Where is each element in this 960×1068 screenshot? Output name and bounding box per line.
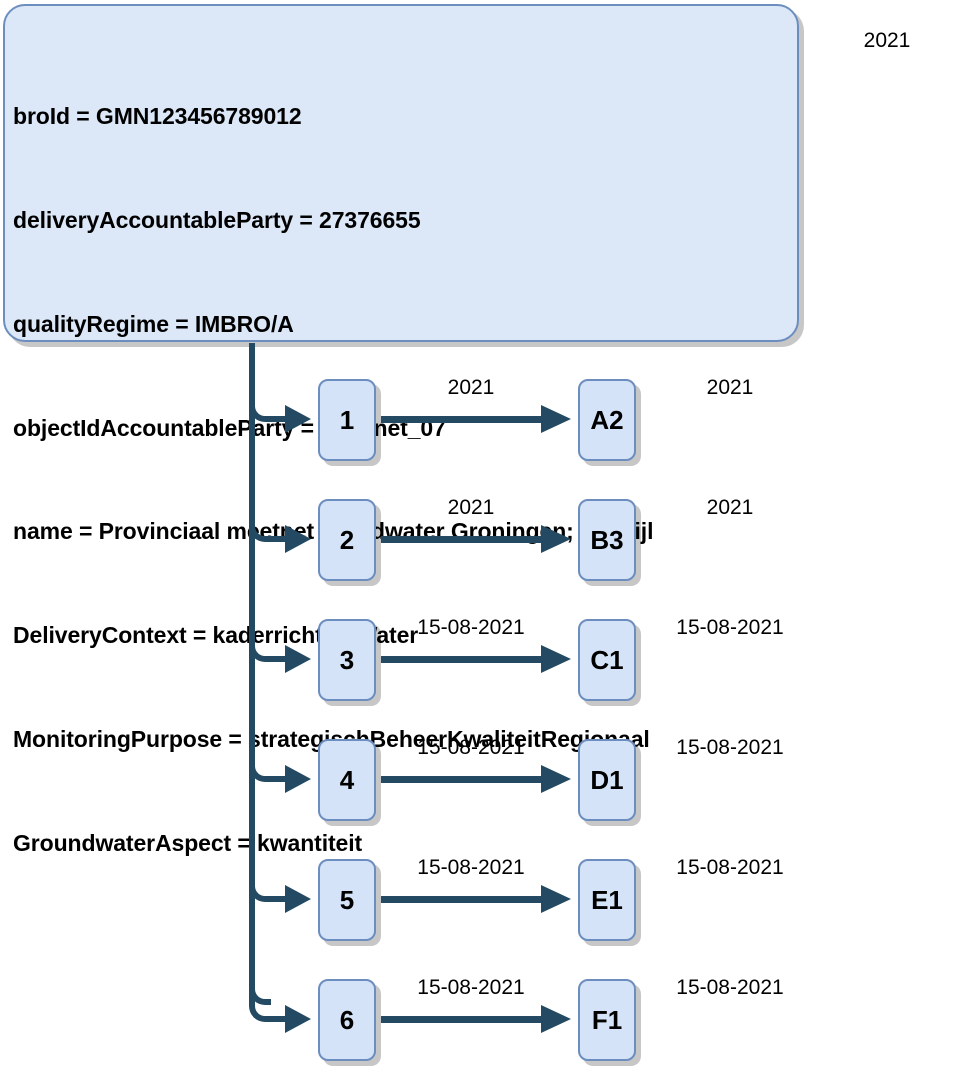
branch-arrowhead-icon-1 — [285, 405, 311, 433]
measuring-point-node-6[interactable]: 6 — [318, 979, 376, 1061]
link-arrowhead-icon-5 — [541, 885, 571, 913]
measuring-point-label: 3 — [339, 644, 355, 675]
row-date-label-5: 15-08-2021 — [676, 856, 784, 879]
row-date-label-2: 2021 — [706, 496, 754, 519]
branch-arrowhead-icon-5 — [285, 885, 311, 913]
measuring-point-node-4[interactable]: 4 — [318, 739, 376, 821]
link-arrowhead-icon-1 — [541, 405, 571, 433]
link-line-1 — [381, 416, 543, 423]
branch-stem-5 — [269, 896, 287, 902]
link-date-label-5: 15-08-2021 — [417, 856, 525, 879]
branch-elbow-2 — [249, 500, 273, 542]
attribute-line-delivery-context: DeliveryContext = kaderrichtlijnWater — [13, 622, 419, 649]
monitoring-tube-node-1[interactable]: A2 — [578, 379, 636, 461]
measuring-point-label: 4 — [339, 764, 355, 795]
link-line-2 — [381, 536, 543, 543]
branch-elbow-3 — [249, 620, 273, 662]
branch-stem-4 — [269, 776, 287, 782]
monitoring-network-box[interactable]: broId = GMN123456789012 deliveryAccounta… — [3, 4, 799, 856]
row-date-label-6: 15-08-2021 — [676, 976, 784, 999]
link-line-3 — [381, 656, 543, 663]
monitoring-tube-label: F1 — [591, 1004, 623, 1035]
monitoring-tube-node-6[interactable]: F1 — [578, 979, 636, 1061]
branch-stem-3 — [269, 656, 287, 662]
link-arrowhead-icon-3 — [541, 645, 571, 673]
attribute-line-delivery-party: deliveryAccountableParty = 27376655 — [13, 206, 421, 233]
branch-elbow-6 — [249, 980, 273, 1022]
row-date-label-3: 15-08-2021 — [676, 616, 784, 639]
link-arrowhead-icon-2 — [541, 525, 571, 553]
branch-stem-1 — [269, 416, 287, 422]
corner-year-label: 2021 — [863, 29, 911, 52]
measuring-point-node-1[interactable]: 1 — [318, 379, 376, 461]
monitoring-tube-label: E1 — [591, 884, 623, 915]
link-date-label-2: 2021 — [447, 496, 495, 519]
monitoring-tube-label: D1 — [590, 764, 624, 795]
connector-spine — [249, 343, 255, 1003]
branch-arrowhead-icon-4 — [285, 765, 311, 793]
branch-arrowhead-icon-6 — [285, 1005, 311, 1033]
monitoring-tube-node-5[interactable]: E1 — [578, 859, 636, 941]
link-arrowhead-icon-6 — [541, 1005, 571, 1033]
measuring-point-node-2[interactable]: 2 — [318, 499, 376, 581]
link-line-5 — [381, 896, 543, 903]
attribute-line-groundwater-aspect: GroundwaterAspect = kwantiteit — [13, 829, 363, 856]
branch-elbow-5 — [249, 860, 273, 902]
attribute-line-quality-regime: qualityRegime = IMBRO/A — [13, 310, 294, 337]
link-date-label-3: 15-08-2021 — [417, 616, 525, 639]
branch-elbow-4 — [249, 740, 273, 782]
measuring-point-label: 1 — [339, 404, 355, 435]
link-date-label-1: 2021 — [447, 376, 495, 399]
branch-arrowhead-icon-2 — [285, 525, 311, 553]
measuring-point-node-5[interactable]: 5 — [318, 859, 376, 941]
monitoring-tube-label: B3 — [590, 524, 624, 555]
link-date-label-6: 15-08-2021 — [417, 976, 525, 999]
branch-stem-2 — [269, 536, 287, 542]
monitoring-tube-label: C1 — [590, 644, 624, 675]
monitoring-tube-node-4[interactable]: D1 — [578, 739, 636, 821]
link-date-label-4: 15-08-2021 — [417, 736, 525, 759]
measuring-point-label: 2 — [339, 524, 355, 555]
measuring-point-label: 5 — [339, 884, 355, 915]
measuring-point-node-3[interactable]: 3 — [318, 619, 376, 701]
branch-stem-6 — [269, 1016, 287, 1022]
link-arrowhead-icon-4 — [541, 765, 571, 793]
link-line-6 — [381, 1016, 543, 1023]
branch-elbow-1 — [249, 380, 273, 422]
link-line-4 — [381, 776, 543, 783]
measuring-point-label: 6 — [339, 1004, 355, 1035]
monitoring-tube-node-2[interactable]: B3 — [578, 499, 636, 581]
row-date-label-4: 15-08-2021 — [676, 736, 784, 759]
row-date-label-1: 2021 — [706, 376, 754, 399]
attribute-line-broid: broId = GMN123456789012 — [13, 103, 302, 130]
monitoring-network-attributes: broId = GMN123456789012 deliveryAccounta… — [13, 30, 791, 929]
monitoring-tube-node-3[interactable]: C1 — [578, 619, 636, 701]
monitoring-tube-label: A2 — [590, 404, 624, 435]
branch-arrowhead-icon-3 — [285, 645, 311, 673]
